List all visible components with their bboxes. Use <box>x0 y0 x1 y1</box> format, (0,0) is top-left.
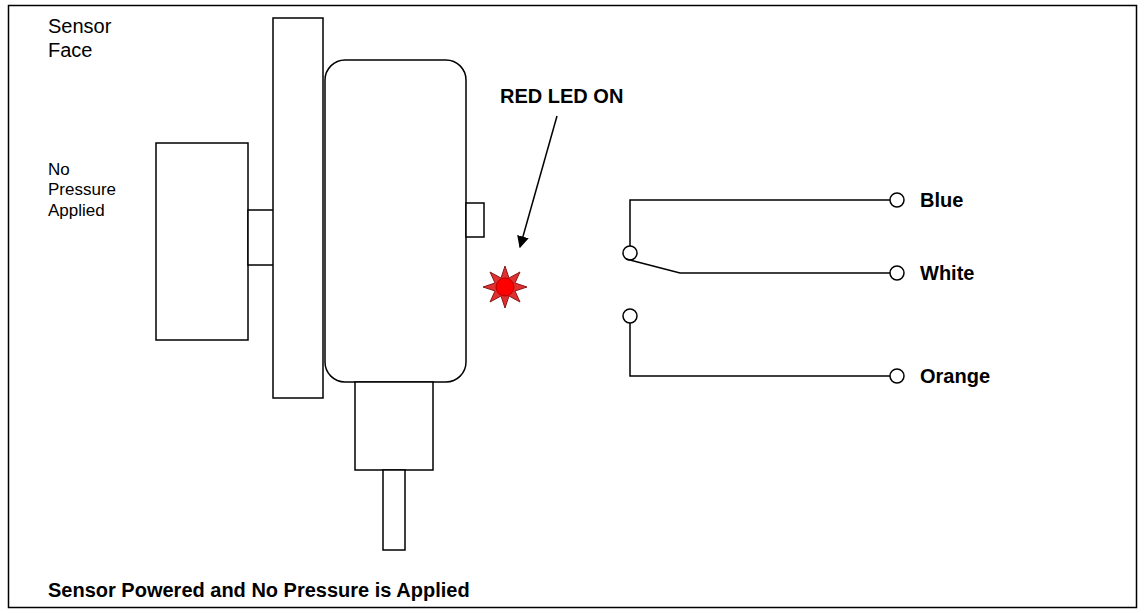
state-note: No Pressure Applied <box>48 160 138 221</box>
wire-name: Blue <box>920 188 1070 212</box>
mounting-plate <box>273 18 323 398</box>
switch-contacts <box>623 193 904 383</box>
sensor-face-pad <box>156 143 248 340</box>
led-callout: RED LED ON <box>500 84 670 108</box>
cable <box>383 470 405 550</box>
frame-border <box>9 6 1137 608</box>
wire-name: White <box>920 261 1070 285</box>
led-glow <box>483 266 527 308</box>
cable-gland <box>355 382 433 470</box>
leader-arrow <box>520 116 557 247</box>
caption: Sensor Powered and No Pressure is Applie… <box>48 578 648 602</box>
sensor-stem <box>248 210 274 265</box>
side-nub <box>466 203 484 237</box>
sensor-body <box>325 60 466 382</box>
red-led <box>496 278 514 296</box>
face-label: Sensor Face <box>48 14 138 62</box>
wire-name: Orange <box>920 364 1070 388</box>
